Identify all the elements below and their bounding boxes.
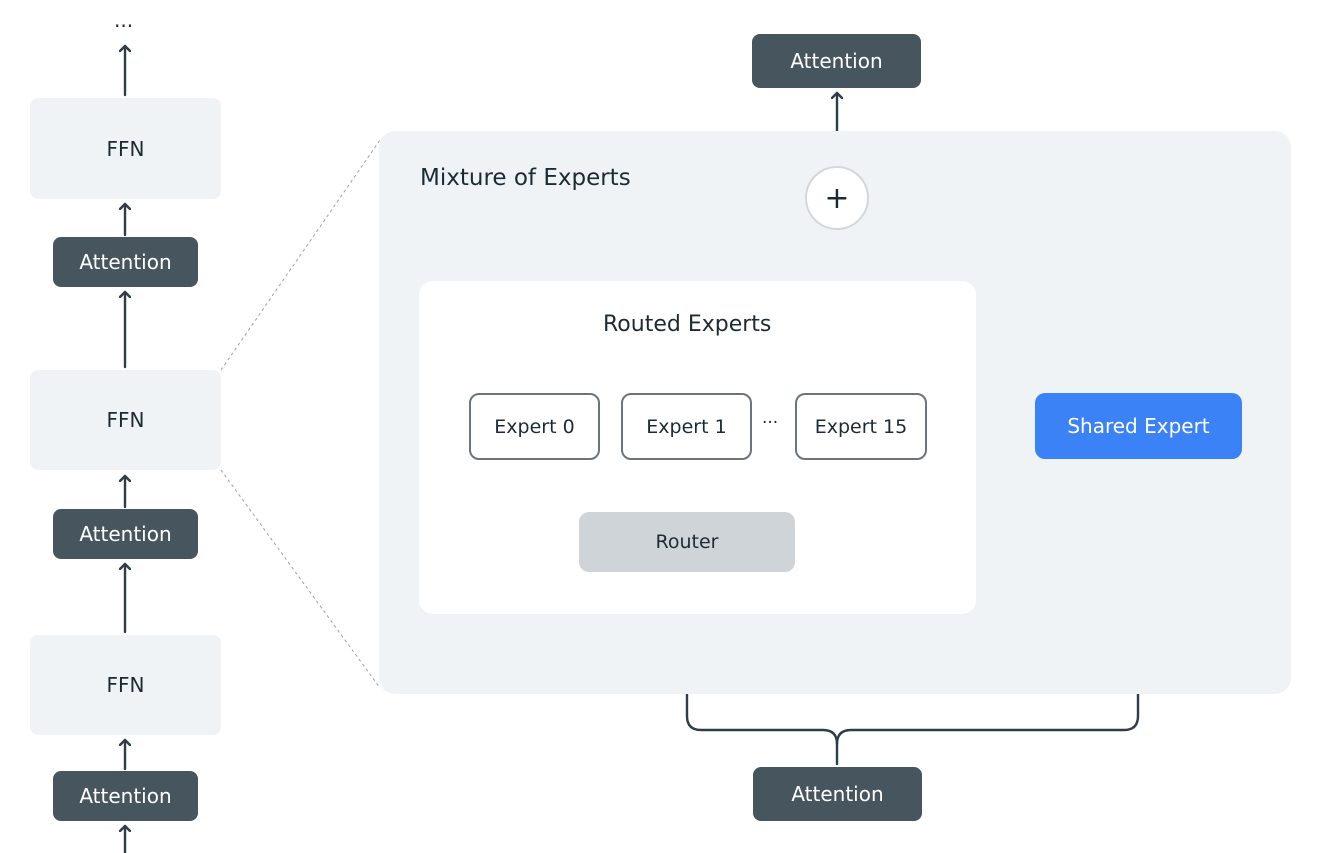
zoom-guide-top [220,139,381,371]
expert-1: Expert 1 [621,393,752,460]
experts-ellipsis: ··· [762,413,779,433]
attention-block-1: Attention [53,237,198,287]
moe-title: Mixture of Experts [420,165,631,191]
plus-node: + [805,166,869,230]
arrow-attention-to-shared [835,463,1138,746]
router: Router [579,512,795,572]
attention-top: Attention [752,34,921,88]
shared-expert: Shared Expert [1035,393,1242,459]
expert-15: Expert 15 [795,393,927,460]
arrow-attention-to-router [687,576,839,766]
zoom-guide-bottom [220,469,381,689]
attention-block-3: Attention [53,771,198,821]
routed-experts-title: Routed Experts [603,312,772,337]
ffn-block-bottom: FFN [30,635,221,735]
ffn-block-top: FFN [30,98,221,199]
top-ellipsis: ... [114,8,134,32]
attention-bottom: Attention [753,767,922,821]
attention-block-2: Attention [53,509,198,559]
expert-0: Expert 0 [469,393,600,460]
ffn-block-middle: FFN [30,370,221,470]
